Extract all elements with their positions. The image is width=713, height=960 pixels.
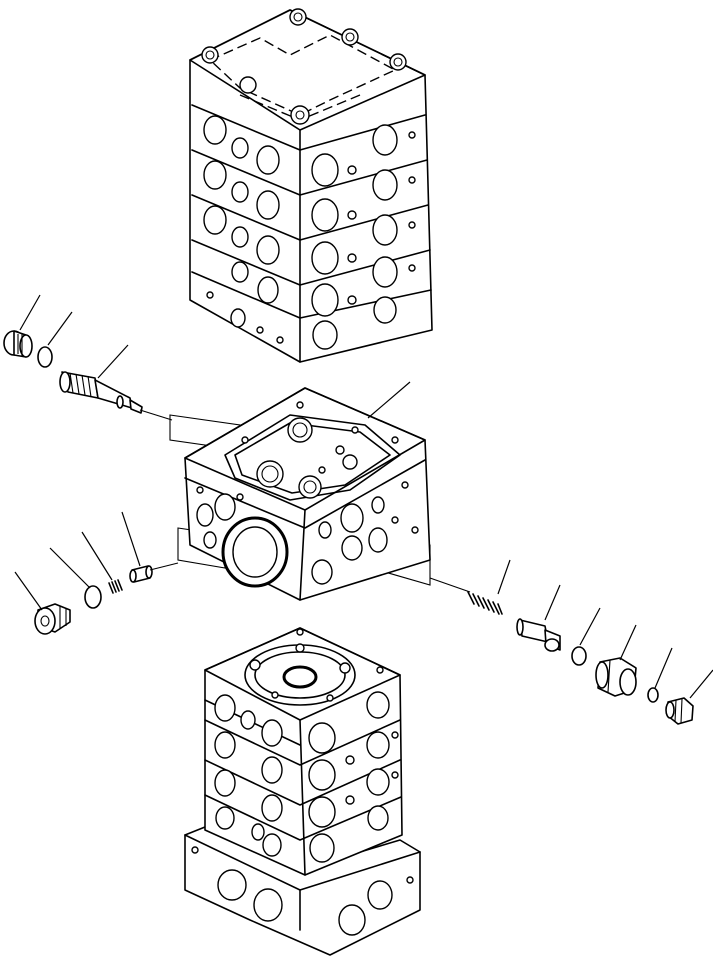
spring-right xyxy=(467,591,503,615)
cap-left-top xyxy=(3,330,33,358)
poppet-right xyxy=(516,618,561,652)
o-ring-right-2 xyxy=(647,687,659,703)
spring-left xyxy=(108,579,123,594)
o-ring-left-top xyxy=(37,346,53,368)
upper-valve-stack xyxy=(189,8,433,363)
lower-valve-stack xyxy=(184,627,421,956)
exploded-parts-left xyxy=(3,330,179,635)
plug-right-small xyxy=(665,697,694,725)
plug-right xyxy=(595,657,637,697)
plug-left-bottom xyxy=(34,603,71,635)
o-ring-right-1 xyxy=(571,646,587,666)
o-ring-left-bottom xyxy=(84,585,102,609)
callout-leaders xyxy=(14,294,713,699)
spool-left xyxy=(59,371,143,414)
exploded-parts-right xyxy=(429,577,694,725)
poppet-left xyxy=(129,565,153,583)
middle-valve-section xyxy=(169,387,431,601)
